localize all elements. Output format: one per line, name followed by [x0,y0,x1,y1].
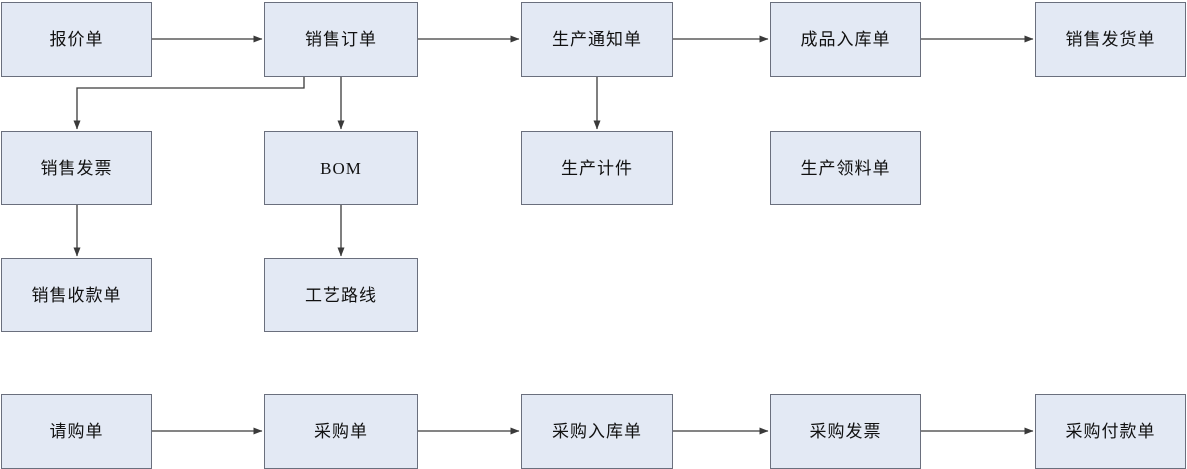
node-label-sales-receipt: 销售收款单 [31,285,122,305]
node-sales-order[interactable]: 销售订单 [264,2,418,77]
node-label-quotation: 报价单 [49,30,104,49]
node-production-issue[interactable]: 生产领料单 [770,131,921,205]
node-production-notice[interactable]: 生产通知单 [521,2,673,77]
node-label-purchase-request: 请购单 [49,422,104,441]
node-sales-invoice[interactable]: 销售发票 [1,131,152,205]
node-sales-delivery[interactable]: 销售发货单 [1035,2,1186,77]
edge-sales-order-to-sales-invoice [73,77,305,130]
node-production-piece[interactable]: 生产计件 [521,131,673,205]
node-label-production-piece: 生产计件 [561,158,633,178]
node-sales-receipt[interactable]: 销售收款单 [1,258,152,332]
node-label-production-notice: 生产通知单 [552,30,642,49]
node-label-sales-delivery: 销售发货单 [1065,30,1156,49]
node-label-sales-invoice: 销售发票 [40,158,113,178]
node-label-bom: BOM [320,158,362,178]
node-purchase-payment[interactable]: 采购付款单 [1035,394,1186,469]
node-label-purchase-payment: 采购付款单 [1065,422,1156,441]
node-purchase-order[interactable]: 采购单 [264,394,418,469]
node-label-purchase-in: 采购入库单 [552,422,642,441]
node-quotation[interactable]: 报价单 [1,2,152,77]
node-purchase-request[interactable]: 请购单 [1,394,152,469]
node-label-purchase-order: 采购单 [314,422,368,441]
node-label-finished-goods-in: 成品入库单 [800,30,891,49]
node-purchase-invoice[interactable]: 采购发票 [770,394,921,469]
node-process-route[interactable]: 工艺路线 [264,258,418,332]
node-label-sales-order: 销售订单 [305,30,377,49]
node-purchase-in[interactable]: 采购入库单 [521,394,673,469]
node-label-production-issue: 生产领料单 [800,158,891,178]
node-label-process-route: 工艺路线 [305,285,377,305]
node-finished-goods-in[interactable]: 成品入库单 [770,2,921,77]
node-bom[interactable]: BOM [264,131,418,205]
node-label-purchase-invoice: 采购发票 [809,422,882,441]
edges-group [73,35,1034,435]
